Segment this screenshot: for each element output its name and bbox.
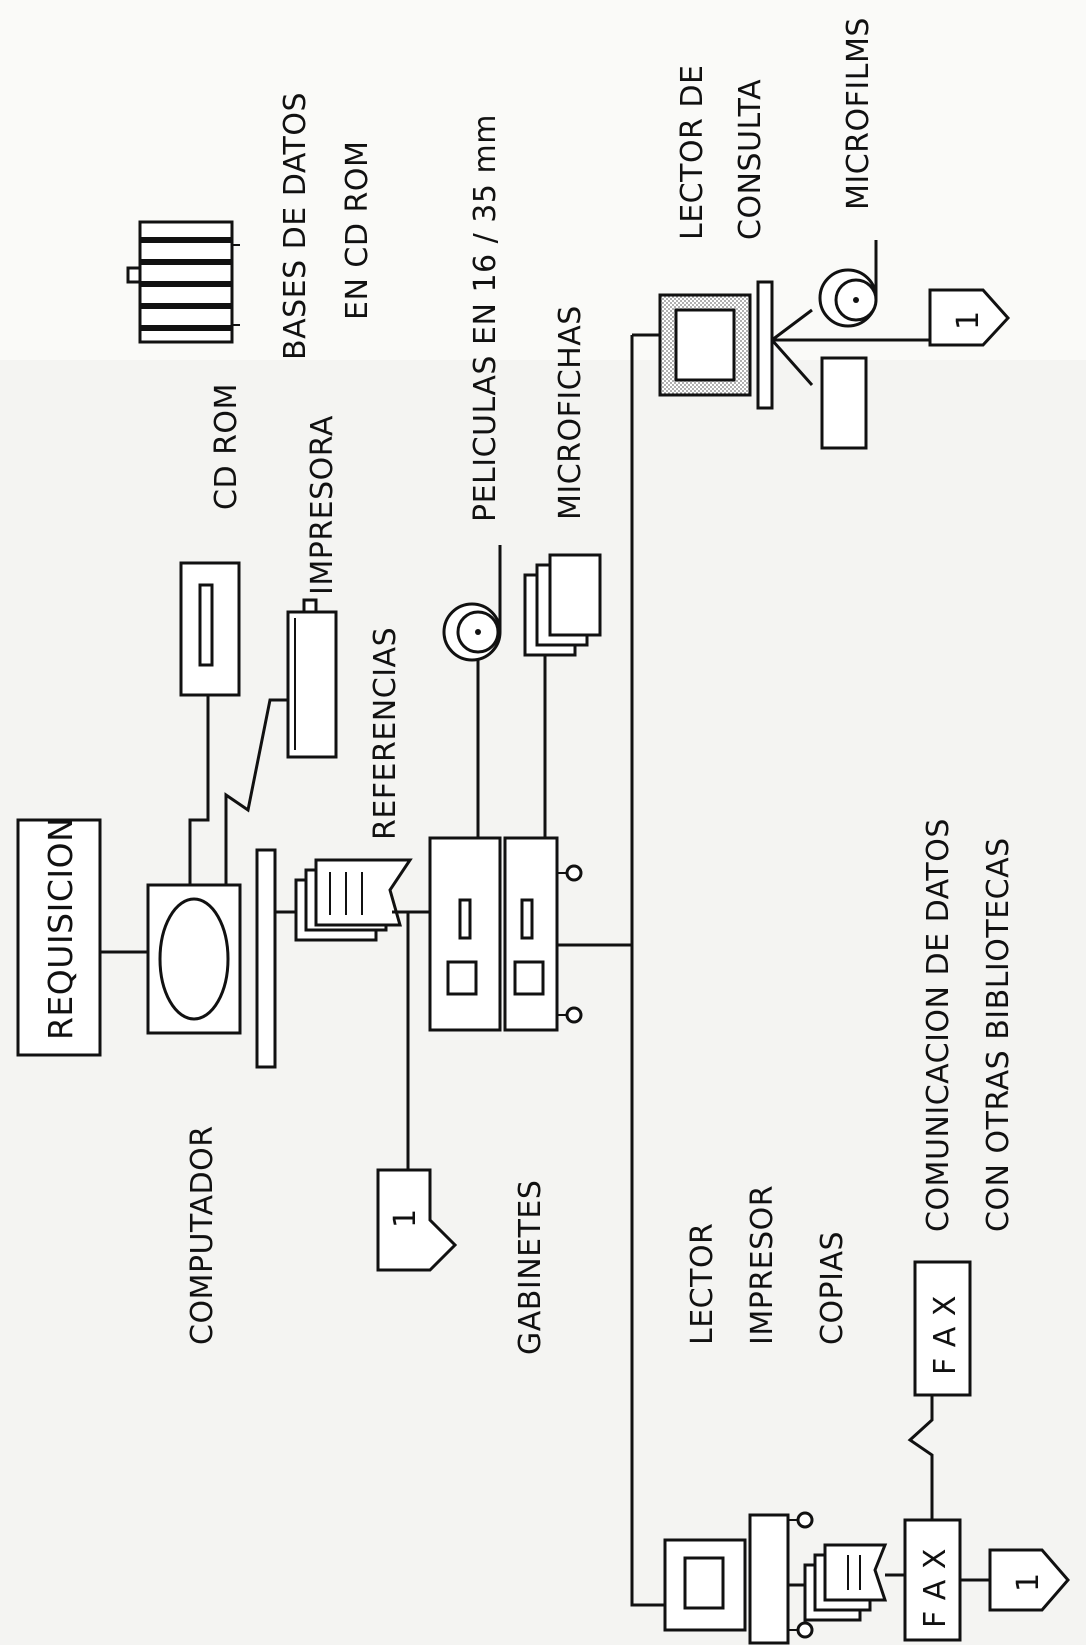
microfichas-icon [525, 555, 600, 655]
computador-icon [148, 850, 275, 1067]
link-computador-cdrom [190, 695, 208, 885]
cd-rom-database-icon [128, 222, 240, 342]
comunicacion-label-1: COMUNICACION DE DATOS [921, 818, 956, 1232]
requisicion-box: REQUISICION [18, 817, 100, 1055]
lector-de-consulta-label-1: LECTOR DE [675, 65, 710, 241]
connector-1-microfilms-label: 1 [951, 310, 986, 330]
cd-rom-label: CD ROM [209, 383, 244, 510]
bases-de-datos-label-1: BASES DE DATOS [278, 92, 313, 360]
referencias-label: REFERENCIAS [368, 627, 403, 840]
microfilm-reel-icon [820, 240, 876, 326]
film-reel-icon [444, 545, 500, 660]
cd-rom-drive-icon [181, 563, 239, 695]
lector-de-consulta-icon [660, 282, 772, 408]
microfilms-label: MICROFILMS [841, 17, 876, 210]
comunicacion-label-2: CON OTRAS BIBLIOTECAS [981, 837, 1016, 1232]
impresora-icon [288, 600, 336, 757]
connector-1-fax-label: 1 [1011, 1572, 1046, 1592]
link-fax-fax [910, 1395, 932, 1520]
peliculas-label: PELICULAS EN 16 / 35 mm [468, 114, 503, 522]
lector-label: LECTOR [685, 1223, 720, 1345]
gabinete-2-icon [505, 838, 581, 1030]
computador-label: COMPUTADOR [185, 1125, 220, 1345]
microfichas-label: MICROFICHAS [553, 305, 588, 520]
lector-de-consulta-label-2: CONSULTA [733, 79, 768, 240]
bases-de-datos-label-2: EN CD ROM [340, 141, 375, 320]
microfilm-cassette-icon [822, 358, 866, 448]
copias-documents-icon [805, 1545, 885, 1620]
impresora-label: IMPRESORA [305, 415, 340, 595]
requisicion-label: REQUISICION [41, 817, 80, 1040]
gabinetes-label: GABINETES [513, 1180, 548, 1355]
main-bus-line [632, 335, 665, 1605]
impresor-label: IMPRESOR [745, 1185, 780, 1345]
fax-bottom-label: F A X [918, 1548, 953, 1628]
gabinete-1-icon [430, 838, 500, 1030]
copias-label: COPIAS [815, 1231, 850, 1345]
referencias-documents-icon [296, 860, 410, 940]
fax-top-label: F A X [928, 1295, 963, 1375]
lector-impresor-icon [665, 1513, 812, 1643]
connector-1-referencias-label: 1 [388, 1208, 423, 1228]
